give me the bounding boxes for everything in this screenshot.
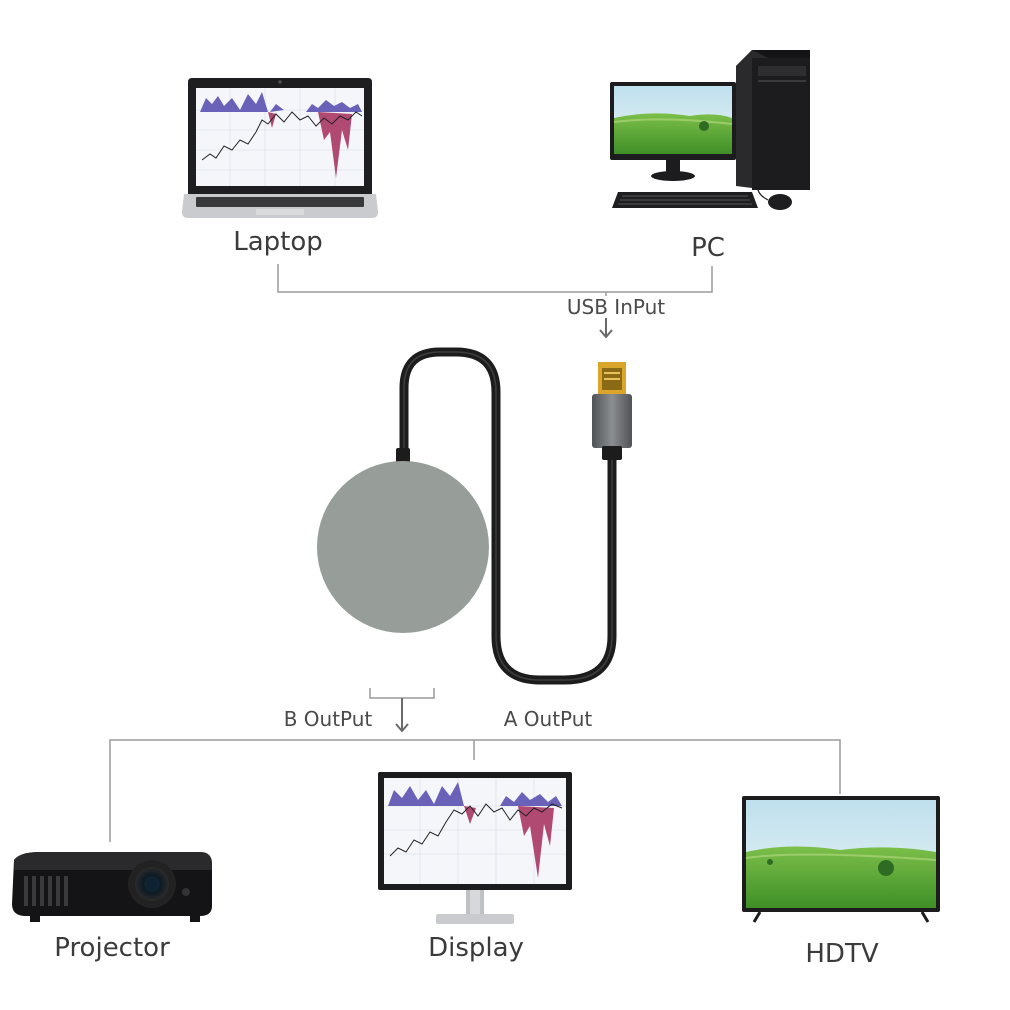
- down-arrow-icon: [395, 698, 409, 733]
- tv-icon: [742, 796, 940, 923]
- pc-label: PC: [691, 233, 725, 263]
- usb-plug-icon: [592, 362, 632, 460]
- hdtv-label: HDTV: [805, 939, 878, 969]
- display-label: Display: [428, 933, 524, 963]
- desktop-pc-icon: [610, 50, 810, 210]
- laptop-label: Laptop: [233, 227, 323, 257]
- usb-hub-icon: [317, 448, 489, 633]
- usb-input-label: USB InPut: [567, 295, 665, 319]
- usb-cable: [399, 347, 617, 685]
- input-connector-lines: [277, 264, 713, 296]
- laptop-icon: [182, 78, 378, 218]
- monitor-icon: [378, 772, 572, 924]
- down-arrow-icon: [599, 318, 613, 339]
- projector-icon: [12, 852, 212, 922]
- b-output-label: B OutPut: [284, 707, 373, 731]
- a-output-label: A OutPut: [504, 707, 593, 731]
- projector-label: Projector: [54, 933, 170, 963]
